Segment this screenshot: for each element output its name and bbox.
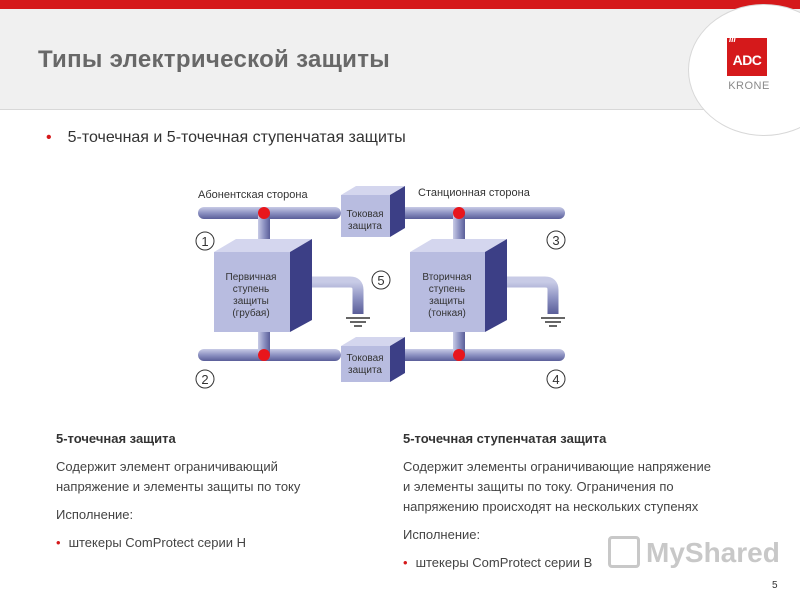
slide-title: Типы электрической защиты [38, 46, 391, 73]
ground-symbol-right [541, 317, 565, 327]
subscriber-side-label: Абонентская сторона [198, 189, 308, 201]
current-bottom-label-2: защита [348, 365, 382, 376]
top-right-pipe [398, 207, 565, 219]
right-column-heading: 5-точечная ступенчатая защита [403, 431, 607, 446]
marker-5: 5 [371, 270, 391, 290]
marker-2: 2 [195, 369, 215, 389]
watermark: MyShared [608, 535, 780, 571]
secondary-label-4: (тонкая) [428, 308, 466, 319]
junction-dot [258, 207, 270, 219]
right-bullet-text: штекеры CоmProtect серии B [415, 555, 593, 570]
left-execution-label: Исполнение: [56, 507, 134, 522]
secondary-label-1: Вторичная [422, 272, 471, 283]
marker-1: 1 [195, 231, 215, 251]
marker-4-label: 4 [552, 372, 559, 387]
current-top-label-2: защита [348, 221, 382, 232]
ground-pipe-right [502, 276, 559, 314]
protection-diagram: Абонентская сторона Станционная сторона … [195, 186, 566, 389]
ground-pipe-left [302, 276, 364, 314]
krone-logo-text: KRONE [728, 80, 770, 92]
left-text-line: Содержит элемент ограничивающий [56, 459, 278, 474]
subtitle-text: 5-точечная и 5-точечная ступенчатая защи… [67, 129, 406, 146]
bullet-dot-icon: • [403, 555, 408, 570]
marker-3-label: 3 [552, 233, 559, 248]
ground-symbol-left [346, 317, 370, 327]
primary-label-2: ступень [233, 284, 269, 295]
adc-logo: ///ADC [727, 34, 767, 76]
junction-dot [258, 349, 270, 361]
station-side-label: Станционная сторона [418, 187, 531, 199]
primary-stage-box [214, 239, 312, 332]
current-protection-top-box [341, 186, 405, 237]
junction-dot [453, 207, 465, 219]
left-column-description: Содержит элемент ограничивающий напряжен… [56, 457, 300, 497]
current-bottom-label-1: Токовая [346, 353, 383, 364]
secondary-label-3: защиты [429, 296, 465, 307]
primary-label-3: защиты [233, 296, 269, 307]
junction-dot [453, 349, 465, 361]
right-execution-label: Исполнение: [403, 527, 481, 542]
right-bullet-item: • штекеры CоmProtect серии B [403, 555, 592, 570]
current-top-label-1: Токовая [346, 209, 383, 220]
bullet-dot-icon: • [56, 535, 61, 550]
marker-4: 4 [546, 369, 566, 389]
secondary-label-2: ступень [429, 284, 465, 295]
left-bullet-item: • штекеры CоmProtect серии H [56, 535, 246, 550]
page-number: 5 [772, 580, 778, 591]
bottom-right-pipe [398, 349, 565, 361]
current-protection-bottom-box [341, 337, 405, 382]
top-red-bar [0, 0, 800, 9]
marker-1-label: 1 [201, 234, 208, 249]
secondary-stage-box [410, 239, 507, 332]
watermark-text: MyShared [646, 537, 780, 568]
watermark-chart-icon [608, 535, 640, 568]
right-column-description: Содержит элементы ограничивающие напряже… [403, 457, 711, 517]
subtitle-bullet: • 5-точечная и 5-точечная ступенчатая защ… [46, 129, 406, 147]
marker-3: 3 [546, 230, 566, 250]
slide-header [0, 9, 800, 110]
left-bullet-text: штекеры CоmProtect серии H [68, 535, 247, 550]
right-text-line: и элементы защиты по току. Ограничения п… [403, 479, 674, 494]
bullet-dot-icon: • [46, 129, 52, 146]
primary-label-1: Первичная [226, 272, 277, 283]
adc-logo-text: ADC [732, 52, 762, 68]
marker-5-label: 5 [377, 273, 384, 288]
left-column-heading: 5-точечная защита [56, 431, 176, 446]
right-text-line: напряжению происходят на нескольких ступ… [403, 499, 699, 514]
left-text-line: напряжение и элементы защиты по току [56, 479, 301, 494]
primary-label-4: (грубая) [232, 307, 269, 319]
right-text-line: Содержит элементы ограничивающие напряже… [403, 459, 711, 474]
marker-2-label: 2 [201, 372, 208, 387]
